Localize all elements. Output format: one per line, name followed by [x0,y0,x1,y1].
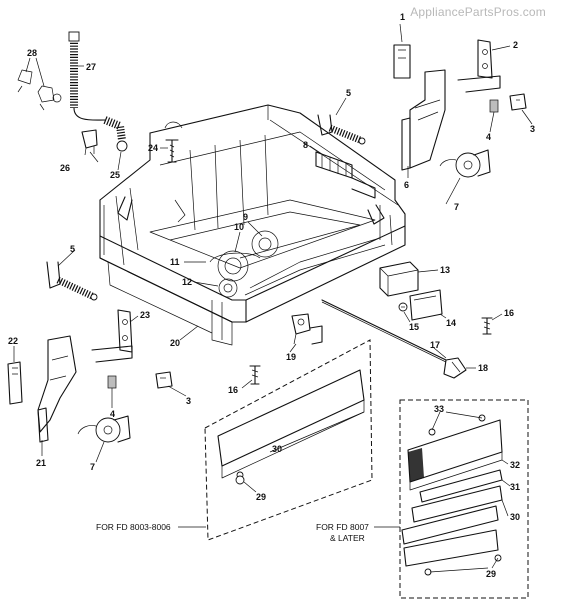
small-spring-4-left [107,375,117,400]
inlet-valve [291,313,323,345]
callout-18: 18 [478,363,488,373]
base-frame [99,104,406,346]
hinge-bracket-right [457,39,501,93]
callout-31: 31 [510,482,520,492]
callout-4-left: 4 [110,409,115,419]
callout-labels: 1 2 3 4 5 6 7 8 9 10 11 12 13 14 15 16 1… [8,12,535,579]
caption-fd-late-line2: & LATER [330,533,365,543]
callout-24: 24 [148,143,158,153]
leveling-leg-left [249,365,261,385]
door-spring-right [317,114,366,145]
callout-19: 19 [286,352,296,362]
callout-13: 13 [440,265,450,275]
callout-33: 33 [434,404,444,414]
toe-panel-late-base [401,505,499,567]
junction-box-cover [409,289,443,321]
toe-panel-late-front [407,419,503,491]
callout-8: 8 [303,140,308,150]
callout-12: 12 [182,277,192,287]
leveling-leg-right [481,317,493,335]
callout-30-early: 30 [272,444,282,454]
callout-1: 1 [400,12,405,22]
callout-17: 17 [430,340,440,350]
callout-3-right: 3 [530,124,535,134]
callout-11: 11 [170,257,180,267]
kit-box-early [204,339,373,541]
callout-29-late: 29 [486,569,496,579]
leader-lines [13,23,533,573]
hose-clip-parts [17,69,62,111]
door-switch-cam-left [77,415,131,443]
rod-end-cap [443,357,467,379]
callout-26: 26 [60,163,70,173]
callout-16-right: 16 [504,308,514,318]
leveling-leg-rear [164,121,183,163]
hinge-cover-left [7,361,23,405]
caption-fd-early: FOR FD 8003-8006 [96,522,171,532]
toe-panel-early [217,369,365,479]
drain-hose [68,31,128,152]
callout-32: 32 [510,460,520,470]
callout-28: 28 [27,48,37,58]
small-spring-4-right [489,99,499,133]
small-clip-3-right [509,93,527,111]
callout-29-early: 29 [256,492,266,502]
hinge-bracket-left [91,309,133,363]
callout-3-left: 3 [186,396,191,406]
callout-7-right: 7 [454,202,459,212]
callout-9: 9 [243,212,248,222]
kit-box-late [399,399,529,599]
caption-fd-late-line1: FOR FD 8007 [316,522,369,532]
callout-5-right: 5 [346,88,351,98]
callout-23: 23 [140,310,150,320]
door-switch-cam-right [439,149,491,178]
drain-rod [321,299,447,363]
hinge-assembly-left [37,335,77,443]
callout-15: 15 [409,322,419,332]
hose-bracket [81,129,98,156]
callout-4-right: 4 [486,132,491,142]
callout-16-left: 16 [228,385,238,395]
callout-25: 25 [110,170,120,180]
callout-30-late: 30 [510,512,520,522]
hinge-assembly-right [393,44,446,171]
callout-6: 6 [404,180,409,190]
callout-10: 10 [234,222,244,232]
callout-7-left: 7 [90,462,95,472]
toe-screws-late [424,414,502,576]
callout-2: 2 [513,40,518,50]
callout-27: 27 [86,62,96,72]
toe-panel-late-rail [411,485,503,523]
callout-20: 20 [170,338,180,348]
watermark: AppliancePartsPros.com [410,5,546,19]
callout-5-left: 5 [70,244,75,254]
toe-screw-early [235,475,245,485]
callout-14: 14 [446,318,456,328]
wire-connector-block [315,151,376,199]
callout-22: 22 [8,336,18,346]
callout-21: 21 [36,458,46,468]
junction-screw [398,302,408,312]
door-spring-left [46,261,98,301]
small-clip-3-left [155,371,173,389]
junction-box [379,261,419,297]
